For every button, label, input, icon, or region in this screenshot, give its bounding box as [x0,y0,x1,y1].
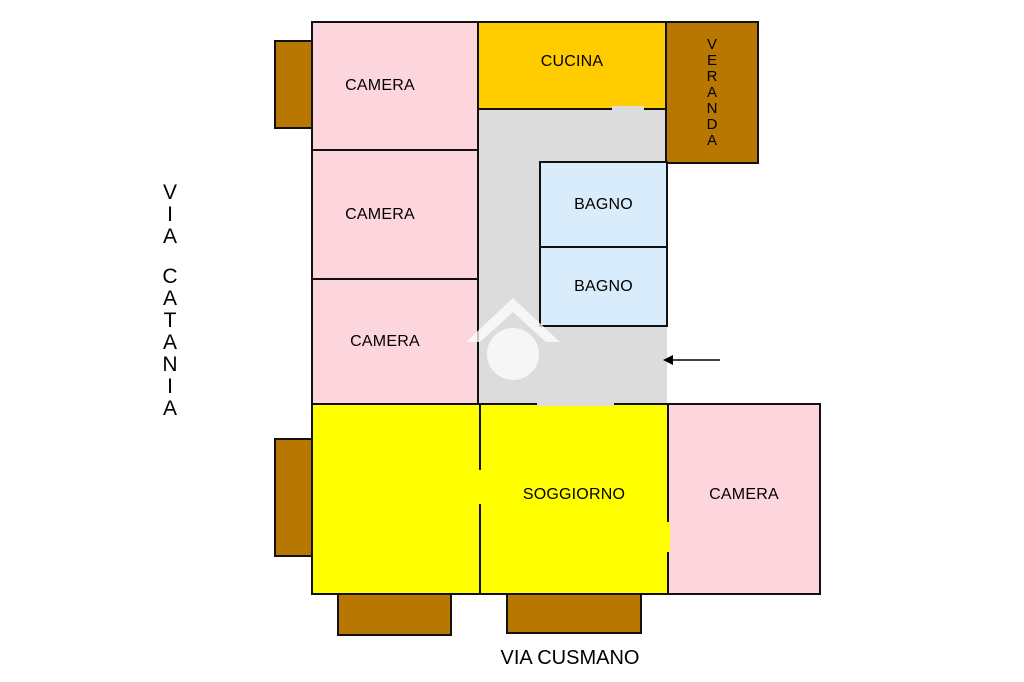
stacked-letter: C [162,265,178,288]
room-label-camera-1: CAMERA [345,77,415,94]
room-bagno-2: BAGNO [539,246,668,327]
stacked-letter: A [162,397,177,420]
balcony-left-bottom [274,438,313,557]
stacked-letter: A [706,84,717,101]
room-label-camera-3: CAMERA [350,332,420,350]
stacked-letter: A [162,225,177,248]
stacked-letter: V [706,36,717,53]
room-camera-3: CAMERA [311,278,479,405]
stacked-letter: A [706,132,717,149]
door-gap-soggiorno [537,401,614,406]
room-camera-1: CAMERA [311,21,479,151]
arrow-left-icon [663,355,720,365]
room-label-bagno-2: BAGNO [574,277,633,295]
stacked-letter: D [706,116,718,133]
room-soggiorno: SOGGIORNO [479,403,669,595]
balcony-bottom-left [337,593,452,636]
stacked-letter: R [706,68,718,85]
house-watermark-icon [466,298,560,380]
stacked-letter: E [706,52,717,69]
room-label-camera-4: CAMERA [709,486,779,503]
door-gap-soggiorno-inner [476,470,482,504]
door-gap-cucina [612,106,644,112]
stacked-letter: I [167,203,173,226]
stacked-letter: I [167,375,173,398]
stacked-letter: A [162,331,177,354]
room-bagno-1: BAGNO [539,161,668,248]
stacked-letter: A [162,287,177,310]
room-label-soggiorno: SOGGIORNO [522,486,626,503]
stacked-letter: V [162,181,177,204]
room-cucina: CUCINA [477,21,667,110]
stacked-letter: N [706,100,718,117]
room-label-camera-2: CAMERA [345,205,415,223]
room-label-bagno-1: BAGNO [574,195,633,213]
balcony-left-top [274,40,313,129]
room-label-cucina: CUCINA [540,52,604,70]
room-camera-2: CAMERA [311,149,479,280]
door-gap-camera-4 [664,522,670,552]
room-camera-4: CAMERA [667,403,821,595]
balcony-bottom-right [506,593,642,634]
room-soggiorno-left [311,403,481,595]
street-label-via-cusmano: VIA CUSMANO [500,647,640,669]
stacked-letter: N [162,353,178,376]
stacked-letter: T [163,309,177,332]
